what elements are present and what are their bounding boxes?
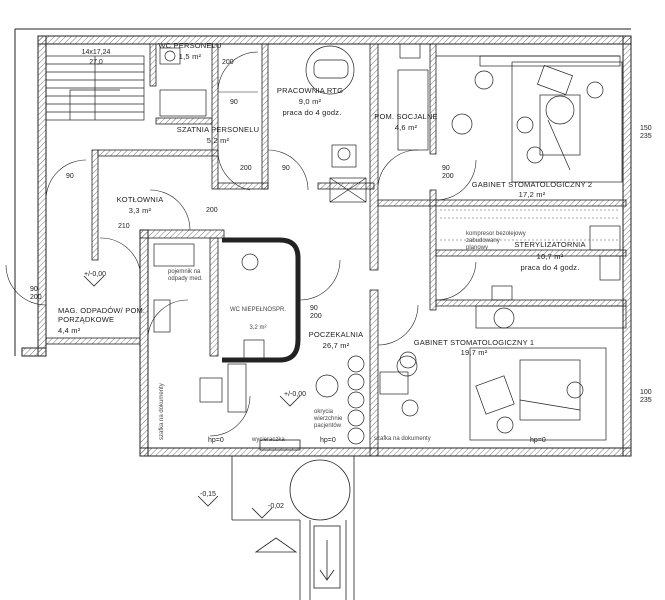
room-area-sterylizatornia: 10,7 m² bbox=[536, 252, 564, 261]
room-area-wc-niepelnospr: 3,2 m² bbox=[249, 325, 267, 331]
door-dim-13: 210 bbox=[118, 223, 130, 230]
window-dim-3: 100 bbox=[640, 389, 652, 396]
room-label-sterylizatornia: STERYLIZATORNIA bbox=[514, 240, 586, 249]
fixtures bbox=[153, 43, 627, 377]
room-label-wc: WC PERSONELU bbox=[158, 41, 222, 50]
staircase bbox=[45, 55, 145, 121]
door-dim-11: 90 bbox=[442, 165, 450, 172]
room-label-szatnia: SZATNIA PERSONELU bbox=[176, 125, 260, 134]
room-label-gabinet2: GABINET STOMATOLOGICZNY 2 bbox=[471, 180, 593, 189]
door-dim-12: 200 bbox=[442, 173, 454, 180]
hp-3: hp=0 bbox=[530, 437, 546, 444]
window-dim-1: 150 bbox=[640, 125, 652, 132]
note-szafka-1: szafka na dokumenty bbox=[159, 383, 165, 440]
room-label-wc-niepelnospr: WC NIEPEŁNOSPR. bbox=[229, 307, 287, 313]
room-area-poczekalnia: 26,7 m² bbox=[322, 341, 350, 350]
room-label-gabinet1: GABINET STOMATOLOGICZNY 1 bbox=[413, 338, 535, 347]
room-area-socjalne: 4,6 m² bbox=[394, 123, 418, 132]
note-kompresor: kompresor bezolejowy bbox=[466, 231, 526, 237]
dental-chair-2 bbox=[511, 61, 623, 183]
note-kompresor-3: planowy bbox=[466, 245, 489, 251]
note-okrycia-2: wierzchnie bbox=[314, 416, 343, 422]
door-dim-5: 90 bbox=[66, 173, 74, 180]
level-1: +/-0,00 bbox=[84, 271, 106, 278]
level-3: -0,15 bbox=[200, 491, 216, 498]
hp-2: hp=0 bbox=[320, 437, 336, 444]
note-szafka-2: szafka na dokumenty bbox=[374, 436, 431, 442]
room-area-gabinet2: 17,2 m² bbox=[518, 190, 546, 199]
xray-unit bbox=[305, 45, 367, 203]
door-dim-10: 200 bbox=[310, 313, 322, 320]
level-markers bbox=[83, 275, 301, 519]
level-4: -0,02 bbox=[268, 503, 284, 510]
room-label-pracownia: PRACOWNIA RTG bbox=[276, 86, 344, 95]
room-label-magazyn: MAG. ODPADÓW/ POM. PORZĄDKOWE bbox=[58, 306, 146, 324]
note-okrycia: okrycia bbox=[314, 409, 334, 415]
room-area-kotlownia: 3,3 m² bbox=[128, 206, 152, 215]
room-area-szatnia: 5,2 m² bbox=[206, 136, 230, 145]
window-dim-2: 235 bbox=[640, 133, 652, 140]
stair-number: 27,0 bbox=[89, 59, 103, 66]
service-lines bbox=[440, 209, 620, 251]
window-dim-4: 235 bbox=[640, 397, 652, 404]
room-area-pracownia: 9,0 m² bbox=[298, 97, 322, 106]
note-okrycia-3: pacjentów bbox=[314, 423, 342, 429]
room-note-pracownia: praca do 4 godz. bbox=[282, 108, 342, 117]
stair-dims: 14x17,24 bbox=[81, 49, 111, 56]
room-label-poczekalnia: POCZEKALNIA bbox=[308, 330, 364, 339]
hp-1: hp=0 bbox=[208, 437, 224, 444]
room-area-gabinet1: 19,7 m² bbox=[460, 348, 488, 357]
room-label-socjalne: POM. SOCJALNE bbox=[374, 112, 438, 121]
door-dim-6: 200 bbox=[206, 207, 218, 214]
door-dim-1: 90 bbox=[230, 99, 238, 106]
outer-walls bbox=[21, 35, 632, 457]
room-area-magazyn: 4,4 m² bbox=[58, 326, 81, 335]
door-dim-9: 90 bbox=[310, 305, 318, 312]
door-swings bbox=[5, 51, 477, 437]
waiting-chairs bbox=[199, 351, 419, 445]
door-dim-7: 90 bbox=[30, 286, 38, 293]
interior-walls bbox=[45, 43, 627, 457]
dental-chair-1 bbox=[469, 347, 607, 441]
room-label-kotlownia: KOTŁOWNIA bbox=[116, 195, 164, 204]
door-dim-8: 200 bbox=[30, 294, 42, 301]
note-pojemnik: pojemnik na bbox=[168, 269, 201, 275]
door-dim-3: 90 bbox=[282, 165, 290, 172]
room-area-wc: 1,5 m² bbox=[178, 52, 202, 61]
room-note-sterylizatornia: praca do 4 godz. bbox=[520, 263, 580, 272]
door-dim-4: 200 bbox=[240, 165, 252, 172]
door-dim-2: 200 bbox=[222, 59, 234, 66]
note-wycieraczka: wycieraczka bbox=[252, 437, 285, 443]
note-kompresor-2: zabudowany bbox=[466, 238, 500, 244]
note-pojemnik-2: odpady med. bbox=[168, 276, 203, 282]
level-2: +/-0,00 bbox=[284, 391, 306, 398]
entrance bbox=[231, 439, 355, 600]
